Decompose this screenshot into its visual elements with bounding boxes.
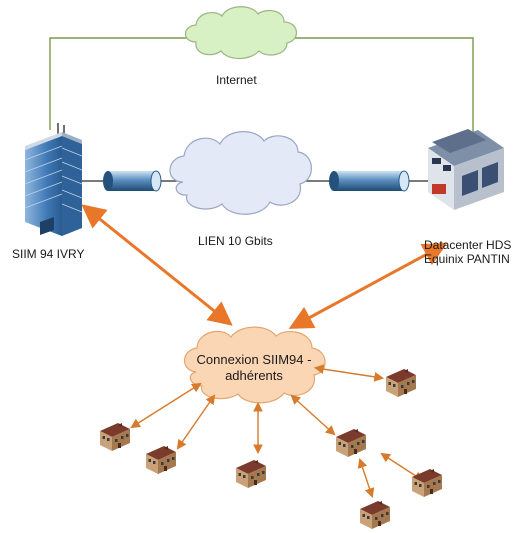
pipe-left (103, 170, 162, 192)
hub-label: Connexion SIIM94 - adhérents (186, 352, 322, 384)
datacenter-label-line2: Equinix PANTIN (424, 252, 510, 266)
datacenter-icon (428, 129, 504, 210)
arrow-member-6 (357, 458, 375, 498)
pipe-right (329, 170, 410, 192)
internet-link-right (294, 37, 474, 135)
internet-label: Internet (216, 73, 257, 87)
arrow-datacenter-hub (288, 243, 448, 329)
house-icon (336, 429, 366, 457)
house-icon (412, 469, 442, 497)
arrow-member-1 (130, 382, 202, 429)
link-label: LIEN 10 Gbits (198, 234, 273, 248)
house-icon (146, 446, 176, 474)
arrow-ivry-hub (81, 204, 233, 326)
internet-cloud (184, 6, 297, 60)
office-tower-icon (24, 123, 83, 236)
arrow-member-4 (290, 394, 336, 436)
hub-label-line2: adhérents (225, 368, 283, 383)
arrow-member-2 (176, 394, 216, 450)
house-icon (386, 369, 416, 397)
house-icon (360, 501, 390, 529)
house-icon (236, 460, 266, 488)
site-ivry-label: SIIM 94 IVRY (12, 247, 85, 261)
internet-link-left (49, 37, 190, 130)
arrow-member-5 (313, 364, 385, 382)
link-cloud (169, 131, 312, 215)
datacenter-label-line1: Datacenter HDS (424, 238, 512, 252)
hub-label-line1: Connexion SIIM94 - (196, 352, 312, 367)
house-icon (100, 423, 130, 451)
